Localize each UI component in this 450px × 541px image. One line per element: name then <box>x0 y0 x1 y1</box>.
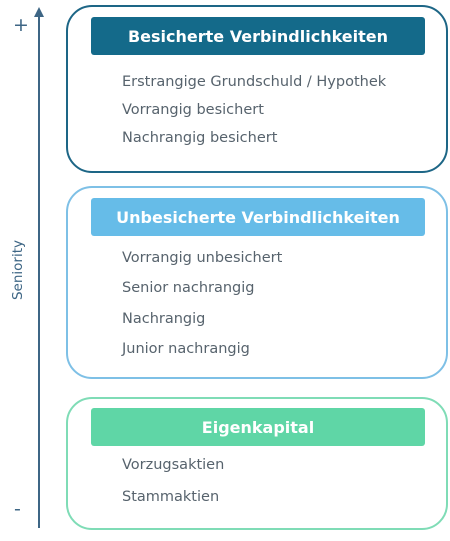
list-item: Nachrangig <box>122 311 206 327</box>
axis-line <box>38 14 40 528</box>
list-item: Nachrangig besichert <box>122 130 278 146</box>
list-item: Vorrangig besichert <box>122 102 264 118</box>
axis-top-symbol: + <box>13 14 29 36</box>
list-item: Stammaktien <box>122 489 220 505</box>
list-item: Erstrangige Grundschuld / Hypothek <box>122 74 387 90</box>
group-secured-liabilities: Besicherte Verbindlichkeiten Erstrangige… <box>66 5 448 173</box>
list-item: Senior nachrangig <box>122 280 255 296</box>
axis-bottom-symbol: - <box>14 498 21 520</box>
list-item: Vorzugsaktien <box>122 457 225 473</box>
list-item: Junior nachrangig <box>122 341 250 357</box>
axis-label: Seniority <box>10 239 26 301</box>
group-header: Eigenkapital <box>91 408 425 446</box>
group-header: Unbesicherte Verbindlichkeiten <box>91 198 425 236</box>
group-equity: Eigenkapital Vorzugsaktien Stammaktien <box>66 397 448 530</box>
list-item: Vorrangig unbesichert <box>122 250 283 266</box>
group-unsecured-liabilities: Unbesicherte Verbindlichkeiten Vorrangig… <box>66 186 448 379</box>
axis-arrow-head <box>34 7 44 17</box>
group-header: Besicherte Verbindlichkeiten <box>91 17 425 55</box>
